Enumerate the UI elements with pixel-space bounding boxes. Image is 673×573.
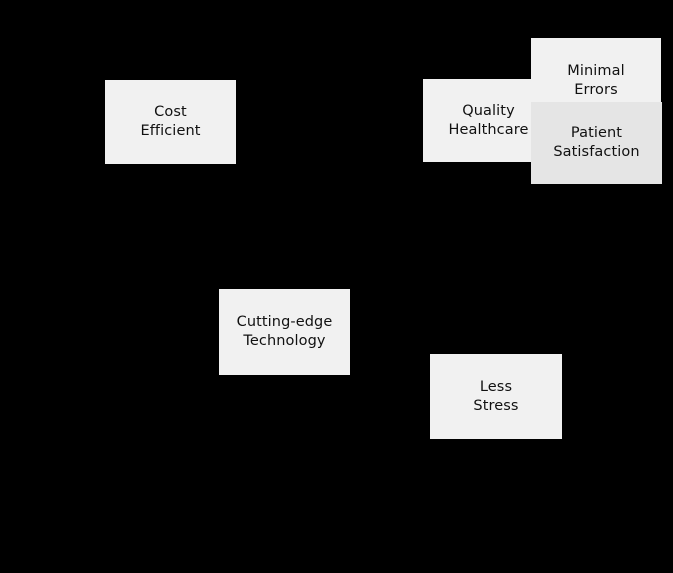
node-cutting-edge-technology-label: Cutting-edge Technology [236, 314, 333, 349]
node-patient-satisfaction[interactable]: Patient Satisfaction [531, 102, 662, 184]
node-less-stress-label: Less Stress [473, 378, 519, 414]
node-less-stress[interactable]: Less Stress [430, 354, 562, 439]
node-minimal-errors-label: Minimal Errors [567, 63, 625, 98]
node-cutting-edge-technology[interactable]: Cutting-edge Technology [219, 289, 350, 375]
node-patient-satisfaction-label: Patient Satisfaction [553, 125, 640, 160]
node-cost-efficient-label: Cost Efficient [140, 104, 201, 139]
node-quality-healthcare-label: Quality Healthcare [448, 102, 529, 138]
node-cost-efficient[interactable]: Cost Efficient [105, 80, 236, 164]
